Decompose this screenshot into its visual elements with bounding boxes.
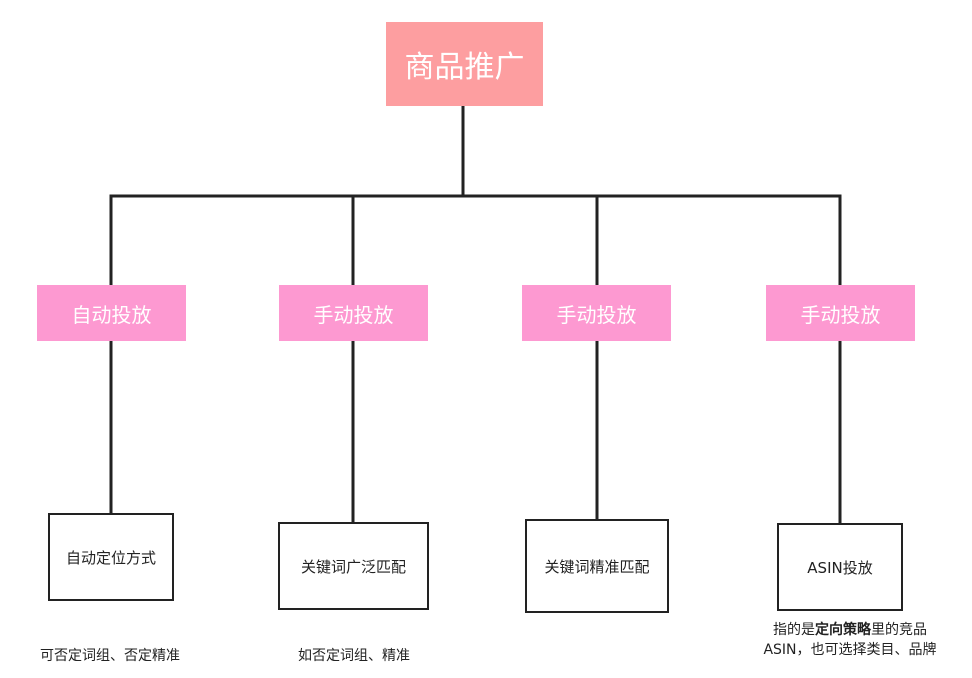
leaf-label: 关键词精准匹配	[544, 557, 650, 576]
root-node: 商品推广	[386, 22, 543, 106]
branch-label: 手动投放	[556, 302, 637, 327]
note-asin-description: 指的是定向策略里的竞品 ASIN，也可选择类目、品牌	[740, 620, 960, 660]
note-text: 可否定词组、否定精准	[40, 648, 180, 664]
leaf-node-asin: ASIN投放	[777, 523, 903, 611]
note-prefix: 指的是	[773, 622, 815, 638]
note-text: 如否定词组、精准	[298, 648, 410, 664]
branch-node-auto: 自动投放	[37, 285, 186, 341]
note-line-2: ASIN，也可选择类目、品牌	[763, 642, 937, 658]
note-suffix: 里的竞品	[871, 622, 927, 638]
branch-label: 自动投放	[71, 302, 152, 327]
leaf-label: 关键词广泛匹配	[300, 557, 406, 576]
branch-node-manual-1: 手动投放	[279, 285, 428, 341]
note-broad-negative: 如否定词组、精准	[284, 646, 424, 666]
root-label: 商品推广	[404, 50, 525, 85]
leaf-label: 自动定位方式	[65, 548, 156, 567]
branch-label: 手动投放	[313, 302, 394, 327]
note-bold-term: 定向策略	[815, 622, 871, 638]
leaf-label: ASIN投放	[807, 558, 873, 577]
note-auto-negative: 可否定词组、否定精准	[24, 646, 196, 666]
branch-node-manual-2: 手动投放	[522, 285, 671, 341]
leaf-node-exact-match: 关键词精准匹配	[525, 519, 669, 613]
leaf-node-broad-match: 关键词广泛匹配	[278, 522, 429, 610]
leaf-node-auto-targeting: 自动定位方式	[48, 513, 174, 601]
branch-label: 手动投放	[800, 302, 881, 327]
branch-node-manual-3: 手动投放	[766, 285, 915, 341]
note-line-1: 指的是定向策略里的竞品	[740, 620, 960, 640]
